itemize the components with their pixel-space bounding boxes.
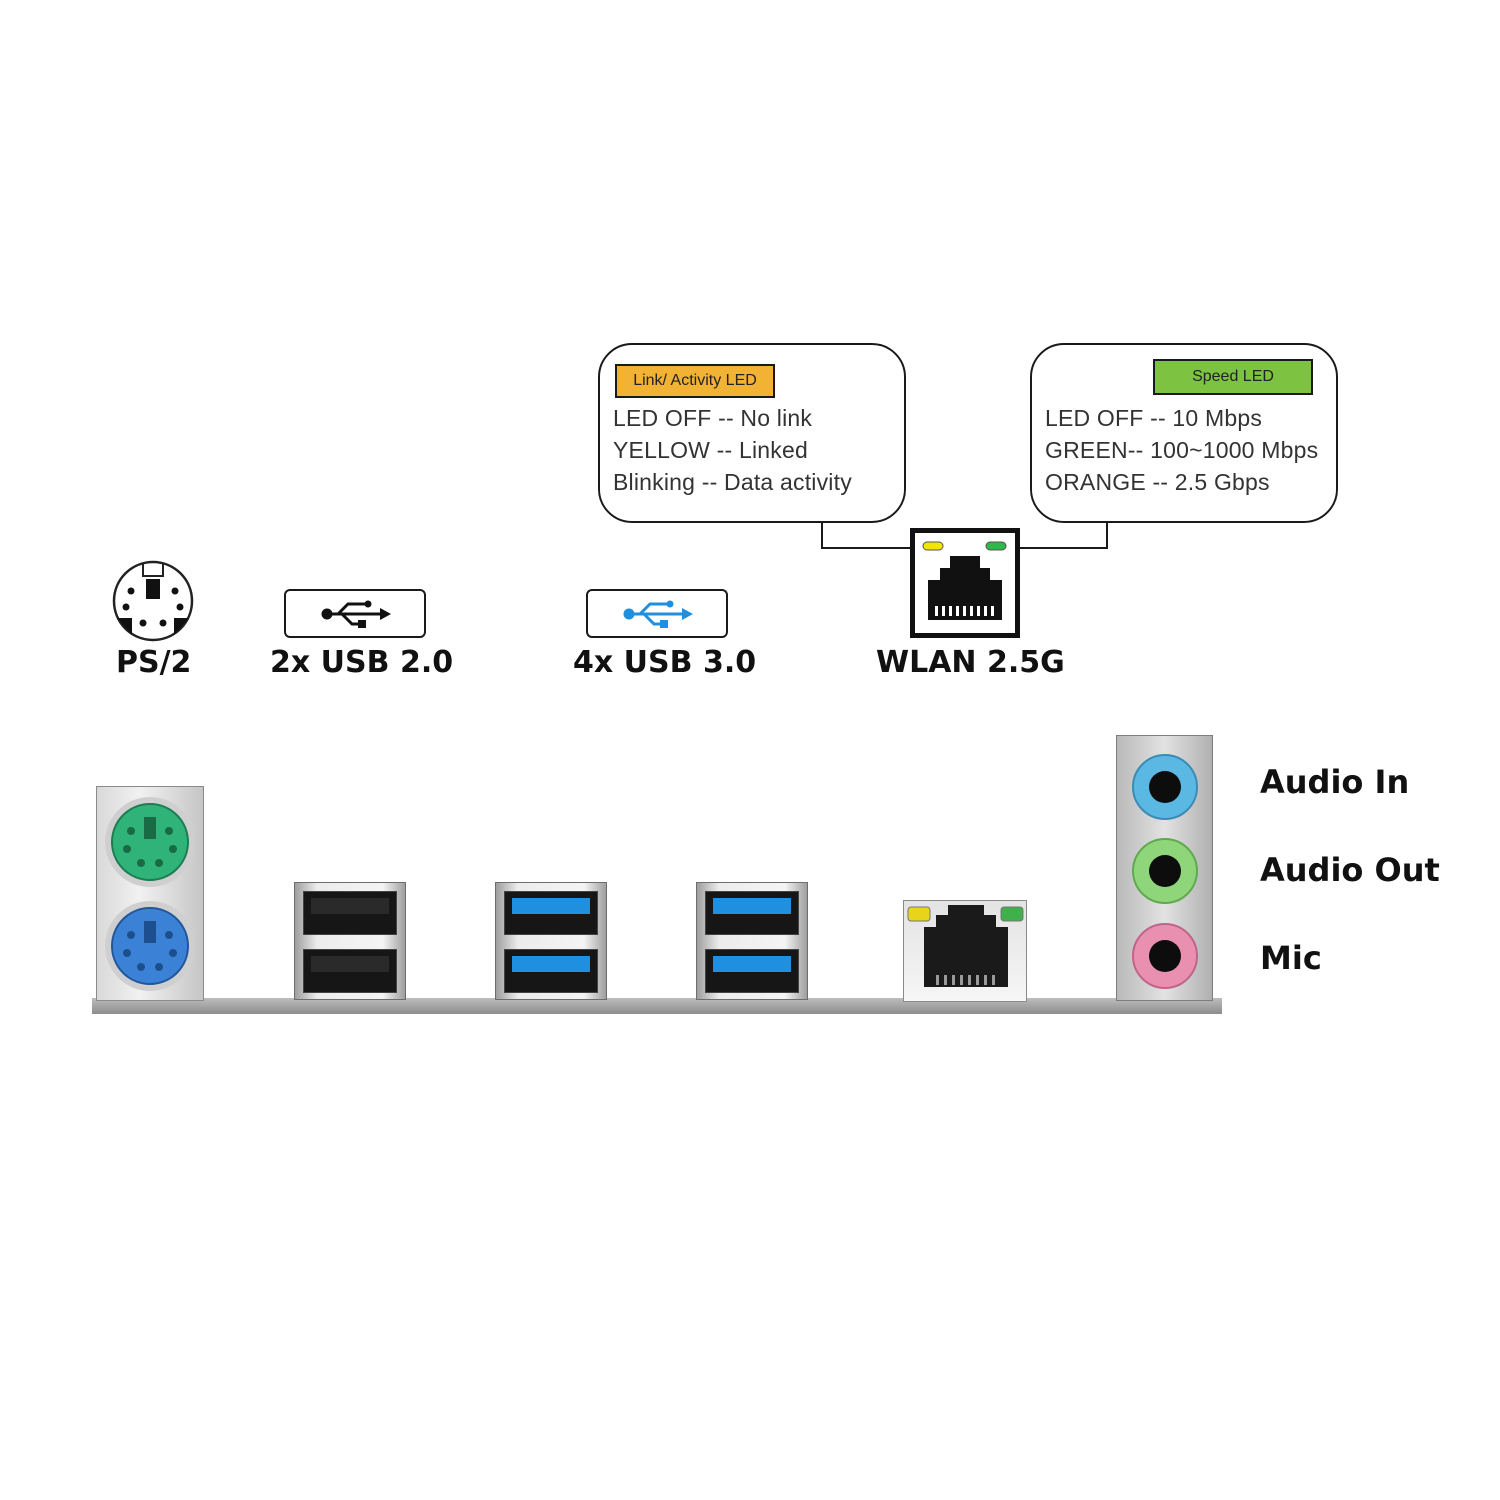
- mic-label: Mic: [1260, 939, 1322, 977]
- usb3-port-stack-1: [495, 882, 607, 1000]
- audio-jack-housing: [1116, 735, 1213, 1001]
- usb2-port-stack: [294, 882, 406, 1000]
- usb3-port-2: [504, 949, 598, 993]
- rj45-port-body: [907, 905, 1024, 987]
- usb3-port-4: [705, 949, 799, 993]
- ps2-label: PS/2: [116, 645, 192, 680]
- usb3-port-1: [504, 891, 598, 935]
- speed-led-callout: Speed LED LED OFF -- 10 Mbps GREEN-- 100…: [1030, 343, 1338, 523]
- mic-jack: [1132, 923, 1198, 989]
- ps2-keyboard-port: [105, 901, 195, 991]
- audio-out-label: Audio Out: [1260, 851, 1440, 889]
- link-connector-vertical: [821, 521, 823, 549]
- ethernet-port-icon: [910, 528, 1020, 638]
- link-activity-callout: Link/ Activity LED LED OFF -- No link YE…: [598, 343, 906, 523]
- speed-line-off: LED OFF -- 10 Mbps: [1045, 405, 1263, 431]
- wlan-label: WLAN 2.5G: [876, 645, 1065, 680]
- audio-in-jack: [1132, 754, 1198, 820]
- usb2-label: 2x USB 2.0: [270, 645, 454, 680]
- usb2-port-bottom: [303, 949, 397, 993]
- link-activity-tag: Link/ Activity LED: [615, 364, 775, 398]
- usb3-port-3: [705, 891, 799, 935]
- link-line-off: LED OFF -- No link: [613, 405, 813, 431]
- usb3-icon: [623, 600, 693, 628]
- io-panel-base: [92, 998, 1222, 1014]
- speed-line-green: GREEN-- 100~1000 Mbps: [1045, 437, 1319, 463]
- speed-line-orange: ORANGE -- 2.5 Gbps: [1045, 469, 1270, 495]
- usb3-icon-box: [586, 589, 728, 638]
- link-connector-horizontal: [821, 547, 913, 549]
- usb-icon: [321, 600, 391, 628]
- usb3-port-stack-2: [696, 882, 808, 1000]
- link-line-yellow: YELLOW -- Linked: [613, 437, 808, 463]
- audio-in-label: Audio In: [1260, 763, 1410, 801]
- audio-out-jack: [1132, 838, 1198, 904]
- usb2-port-top: [303, 891, 397, 935]
- usb2-icon-box: [284, 589, 426, 638]
- usb3-label: 4x USB 3.0: [573, 645, 757, 680]
- speed-connector-vertical: [1106, 521, 1108, 549]
- ps2-connector-icon: [112, 560, 194, 642]
- speed-connector-horizontal: [1018, 547, 1108, 549]
- link-line-blinking: Blinking -- Data activity: [613, 469, 852, 495]
- speed-led-tag: Speed LED: [1153, 359, 1313, 395]
- ps2-mouse-port: [105, 797, 195, 887]
- rj45-port: [903, 900, 1027, 1002]
- ps2-port-housing: [96, 786, 204, 1001]
